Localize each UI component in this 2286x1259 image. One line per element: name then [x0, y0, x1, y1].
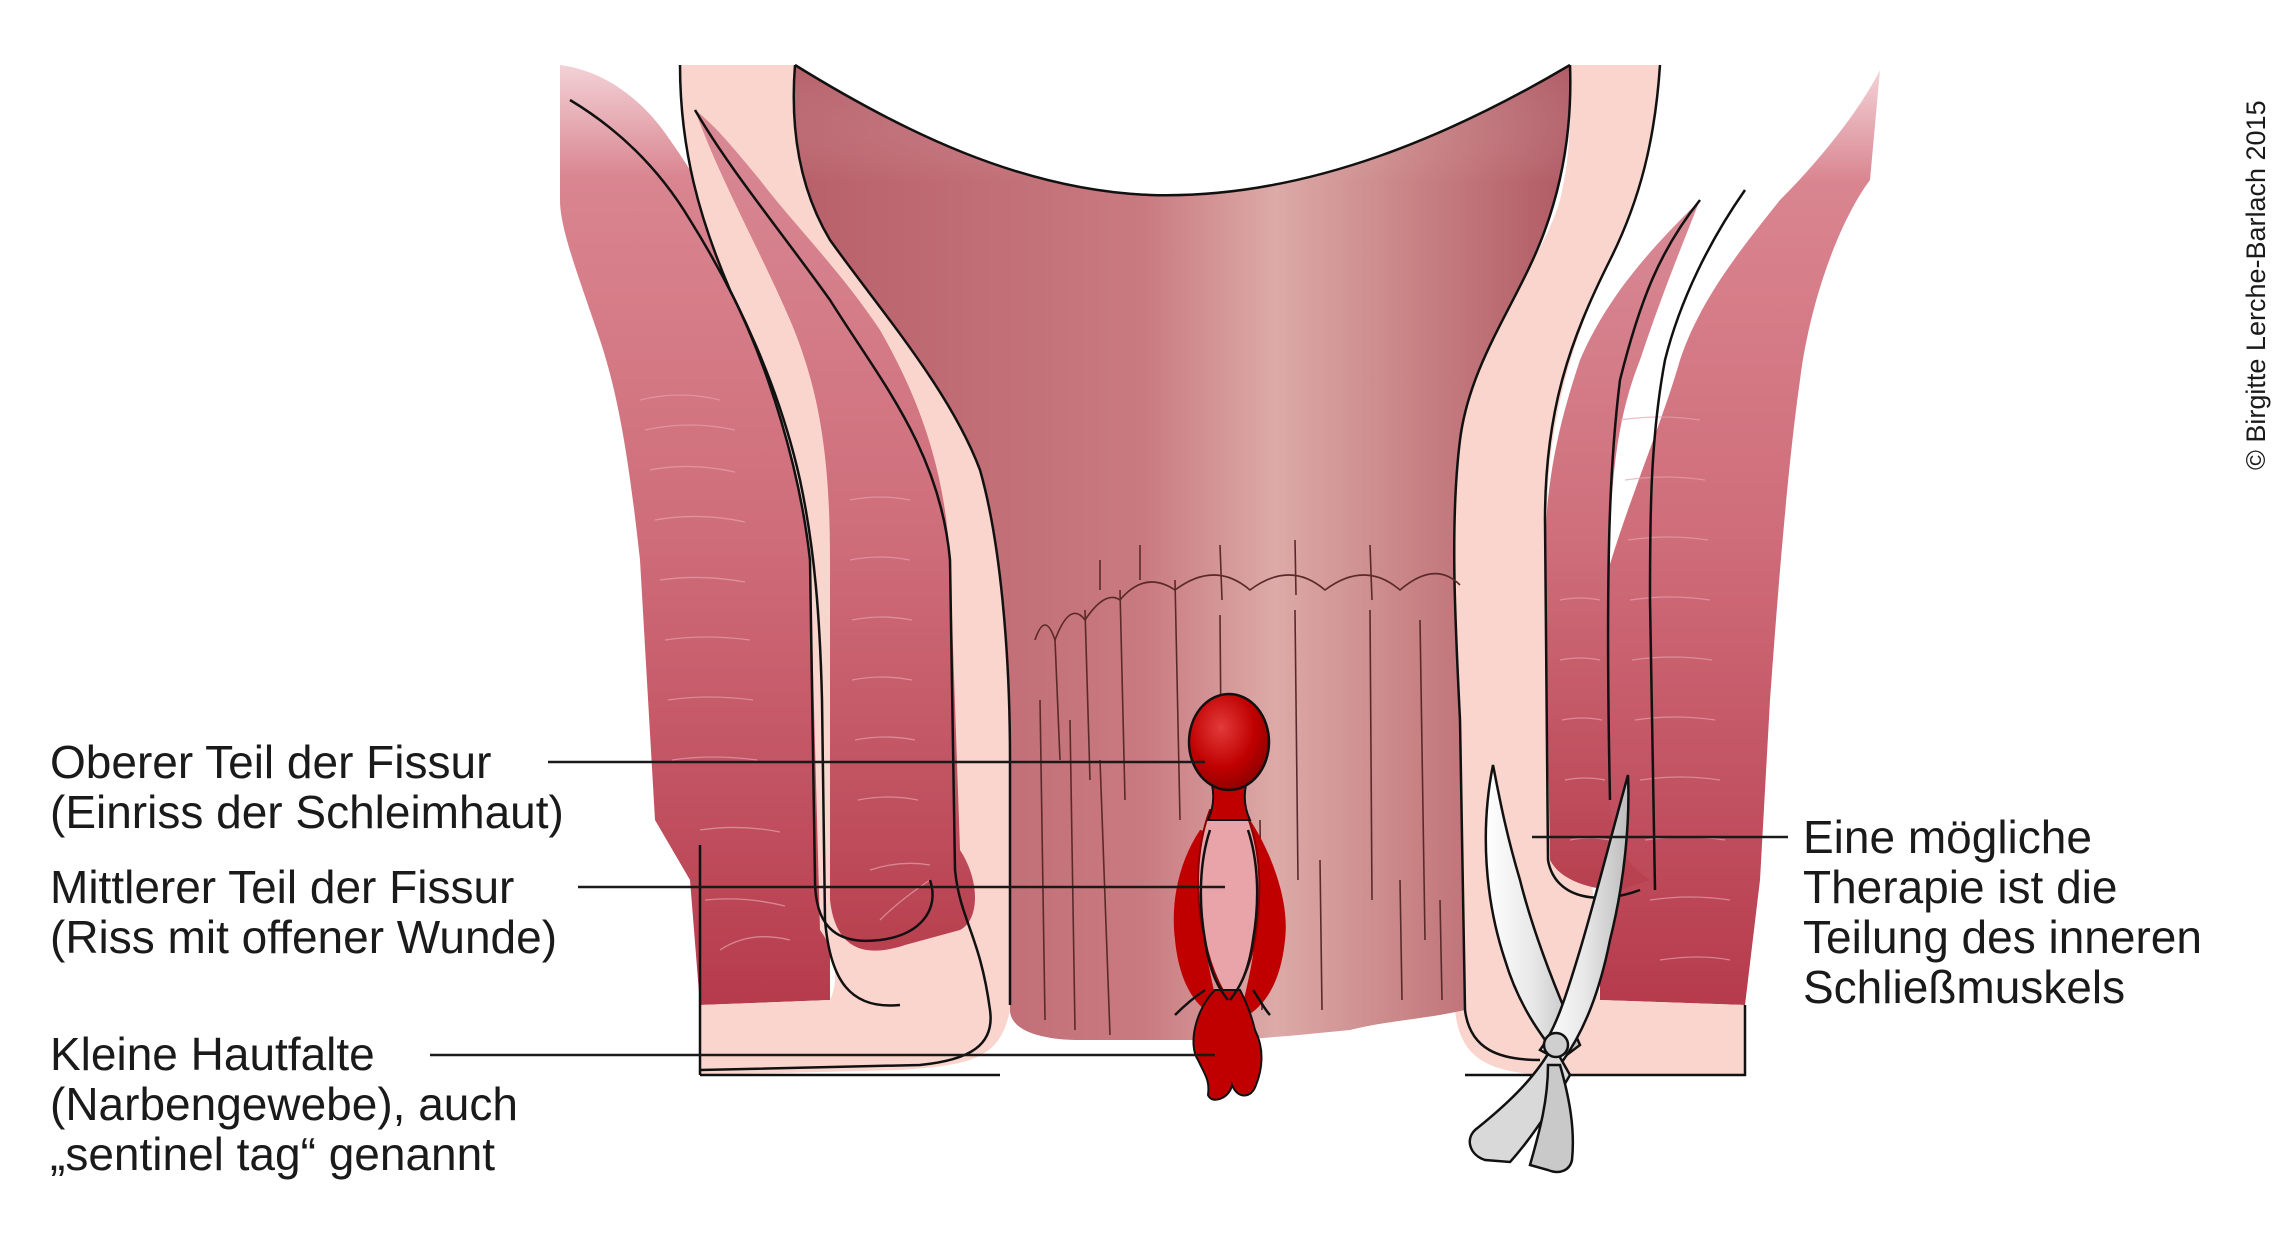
scissors-icon — [1468, 764, 1630, 1174]
label-upper-fissure-line2: (Einriss der Schleimhaut) — [50, 786, 564, 838]
label-skin-fold-line1: Kleine Hautfalte — [50, 1028, 375, 1080]
label-therapy-line2: Therapie ist die — [1803, 861, 2118, 913]
fissure — [1173, 692, 1286, 1101]
label-therapy-line4: Schließmuskels — [1803, 961, 2125, 1013]
anatomy — [560, 63, 1880, 1174]
muscle-hatching — [639, 394, 1731, 961]
external-sphincter-right — [1600, 70, 1880, 1005]
label-upper-fissure: Oberer Teil der Fissur (Einriss der Schl… — [50, 736, 564, 838]
scissors-pivot — [1542, 1031, 1570, 1059]
internal-sphincter-left — [695, 110, 975, 951]
label-middle-fissure-line1: Mittlerer Teil der Fissur — [50, 861, 514, 913]
scissors-handle-right — [1528, 1063, 1575, 1174]
anatomy-outlines — [569, 63, 1747, 1077]
label-therapy: Eine mögliche Therapie ist die Teilung d… — [1803, 811, 2202, 1013]
anal-canal-lumen — [793, 65, 1571, 1040]
label-middle-fissure-line2: (Riss mit offener Wunde) — [50, 911, 557, 963]
tissue-layer-right — [1444, 65, 1745, 1075]
label-middle-fissure: Mittlerer Teil der Fissur (Riss mit offe… — [50, 861, 557, 963]
external-sphincter-left — [560, 65, 830, 1005]
fissure-upper-bulb — [1187, 692, 1271, 792]
leader-lines — [430, 760, 1788, 1057]
label-therapy-line1: Eine mögliche — [1803, 811, 2092, 863]
sentinel-tag — [1192, 989, 1263, 1101]
label-skin-fold-line2: (Narbengewebe), auch — [50, 1078, 518, 1130]
label-therapy-line3: Teilung des inneren — [1803, 911, 2202, 963]
label-skin-fold: Kleine Hautfalte (Narbengewebe), auch „s… — [50, 1028, 518, 1180]
label-upper-fissure-line1: Oberer Teil der Fissur — [50, 736, 491, 788]
label-skin-fold-line3: „sentinel tag“ genannt — [50, 1128, 495, 1180]
copyright-notice: © Birgitte Lerche-Barlach 2015 — [2241, 100, 2271, 470]
